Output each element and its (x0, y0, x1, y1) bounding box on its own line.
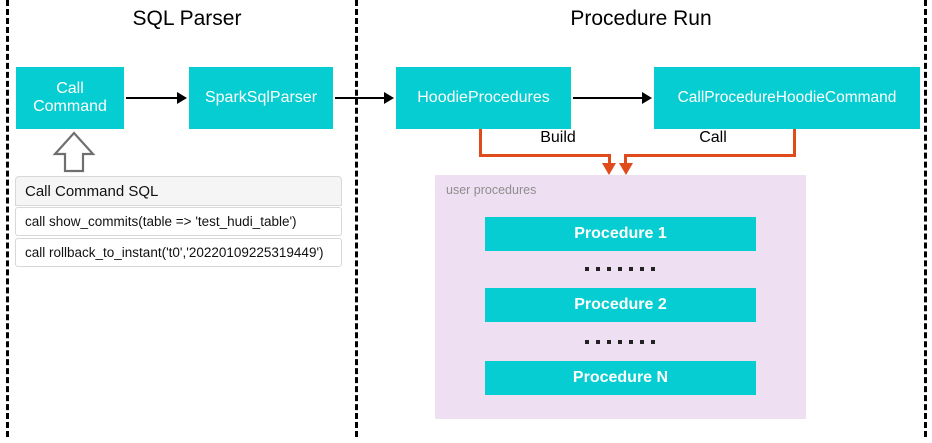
section-title-procedure-run: Procedure Run (570, 7, 712, 30)
ellipsis-dot (651, 340, 655, 344)
sql-table-row: call rollback_to_instant('t0','202201092… (15, 238, 342, 267)
procedure-box-n[interactable]: Procedure N (485, 361, 756, 395)
flow-arrow-3-line (573, 97, 642, 99)
build-connector-arrowhead (602, 163, 616, 175)
ellipsis-dot (596, 267, 600, 271)
node-call-command[interactable]: Call Command (16, 67, 124, 129)
flow-arrow-3-head (642, 92, 652, 104)
hollow-up-arrow-icon (52, 131, 96, 173)
build-connector-label: Build (523, 130, 593, 146)
call-connector-arrowhead (619, 163, 633, 175)
section-divider-right (924, 0, 927, 437)
ellipsis-dot (596, 340, 600, 344)
sql-table-row: call show_commits(table => 'test_hudi_ta… (15, 207, 342, 236)
user-procedures-label: user procedures (446, 183, 537, 197)
flow-arrow-2-head (384, 92, 394, 104)
ellipsis-dot (640, 340, 644, 344)
call-connector-horizontal (624, 154, 796, 157)
ellipsis-dot (618, 340, 622, 344)
ellipsis-dot (629, 267, 633, 271)
section-divider-middle (355, 0, 358, 437)
ellipsis-dot (607, 267, 611, 271)
call-command-sql-table: Call Command SQL call show_commits(table… (15, 176, 342, 267)
section-title-sql-parser: SQL Parser (132, 7, 242, 30)
flow-arrow-1-line (126, 97, 177, 99)
section-divider-left (6, 0, 9, 437)
call-connector-label: Call (683, 130, 743, 146)
build-connector-vertical (479, 129, 482, 157)
ellipsis-dot (651, 267, 655, 271)
node-hoodie-procedures[interactable]: HoodieProcedures (396, 67, 571, 129)
procedures-ellipsis (585, 340, 655, 344)
ellipsis-dot (585, 340, 589, 344)
procedure-box-1[interactable]: Procedure 1 (485, 217, 756, 251)
procedure-box-2[interactable]: Procedure 2 (485, 288, 756, 322)
build-connector-drop (608, 154, 611, 165)
call-connector-vertical (793, 129, 796, 157)
node-spark-sql-parser[interactable]: SparkSqlParser (189, 67, 333, 129)
ellipsis-dot (585, 267, 589, 271)
call-connector-drop (624, 154, 627, 165)
build-connector-horizontal (479, 154, 611, 157)
ellipsis-dot (629, 340, 633, 344)
procedures-ellipsis (585, 267, 655, 271)
ellipsis-dot (607, 340, 611, 344)
node-call-procedure-hoodie-command[interactable]: CallProcedureHoodieCommand (654, 67, 920, 129)
flow-arrow-1-head (177, 92, 187, 104)
ellipsis-dot (640, 267, 644, 271)
sql-table-header: Call Command SQL (15, 176, 342, 206)
ellipsis-dot (618, 267, 622, 271)
flow-arrow-2-line (335, 97, 384, 99)
